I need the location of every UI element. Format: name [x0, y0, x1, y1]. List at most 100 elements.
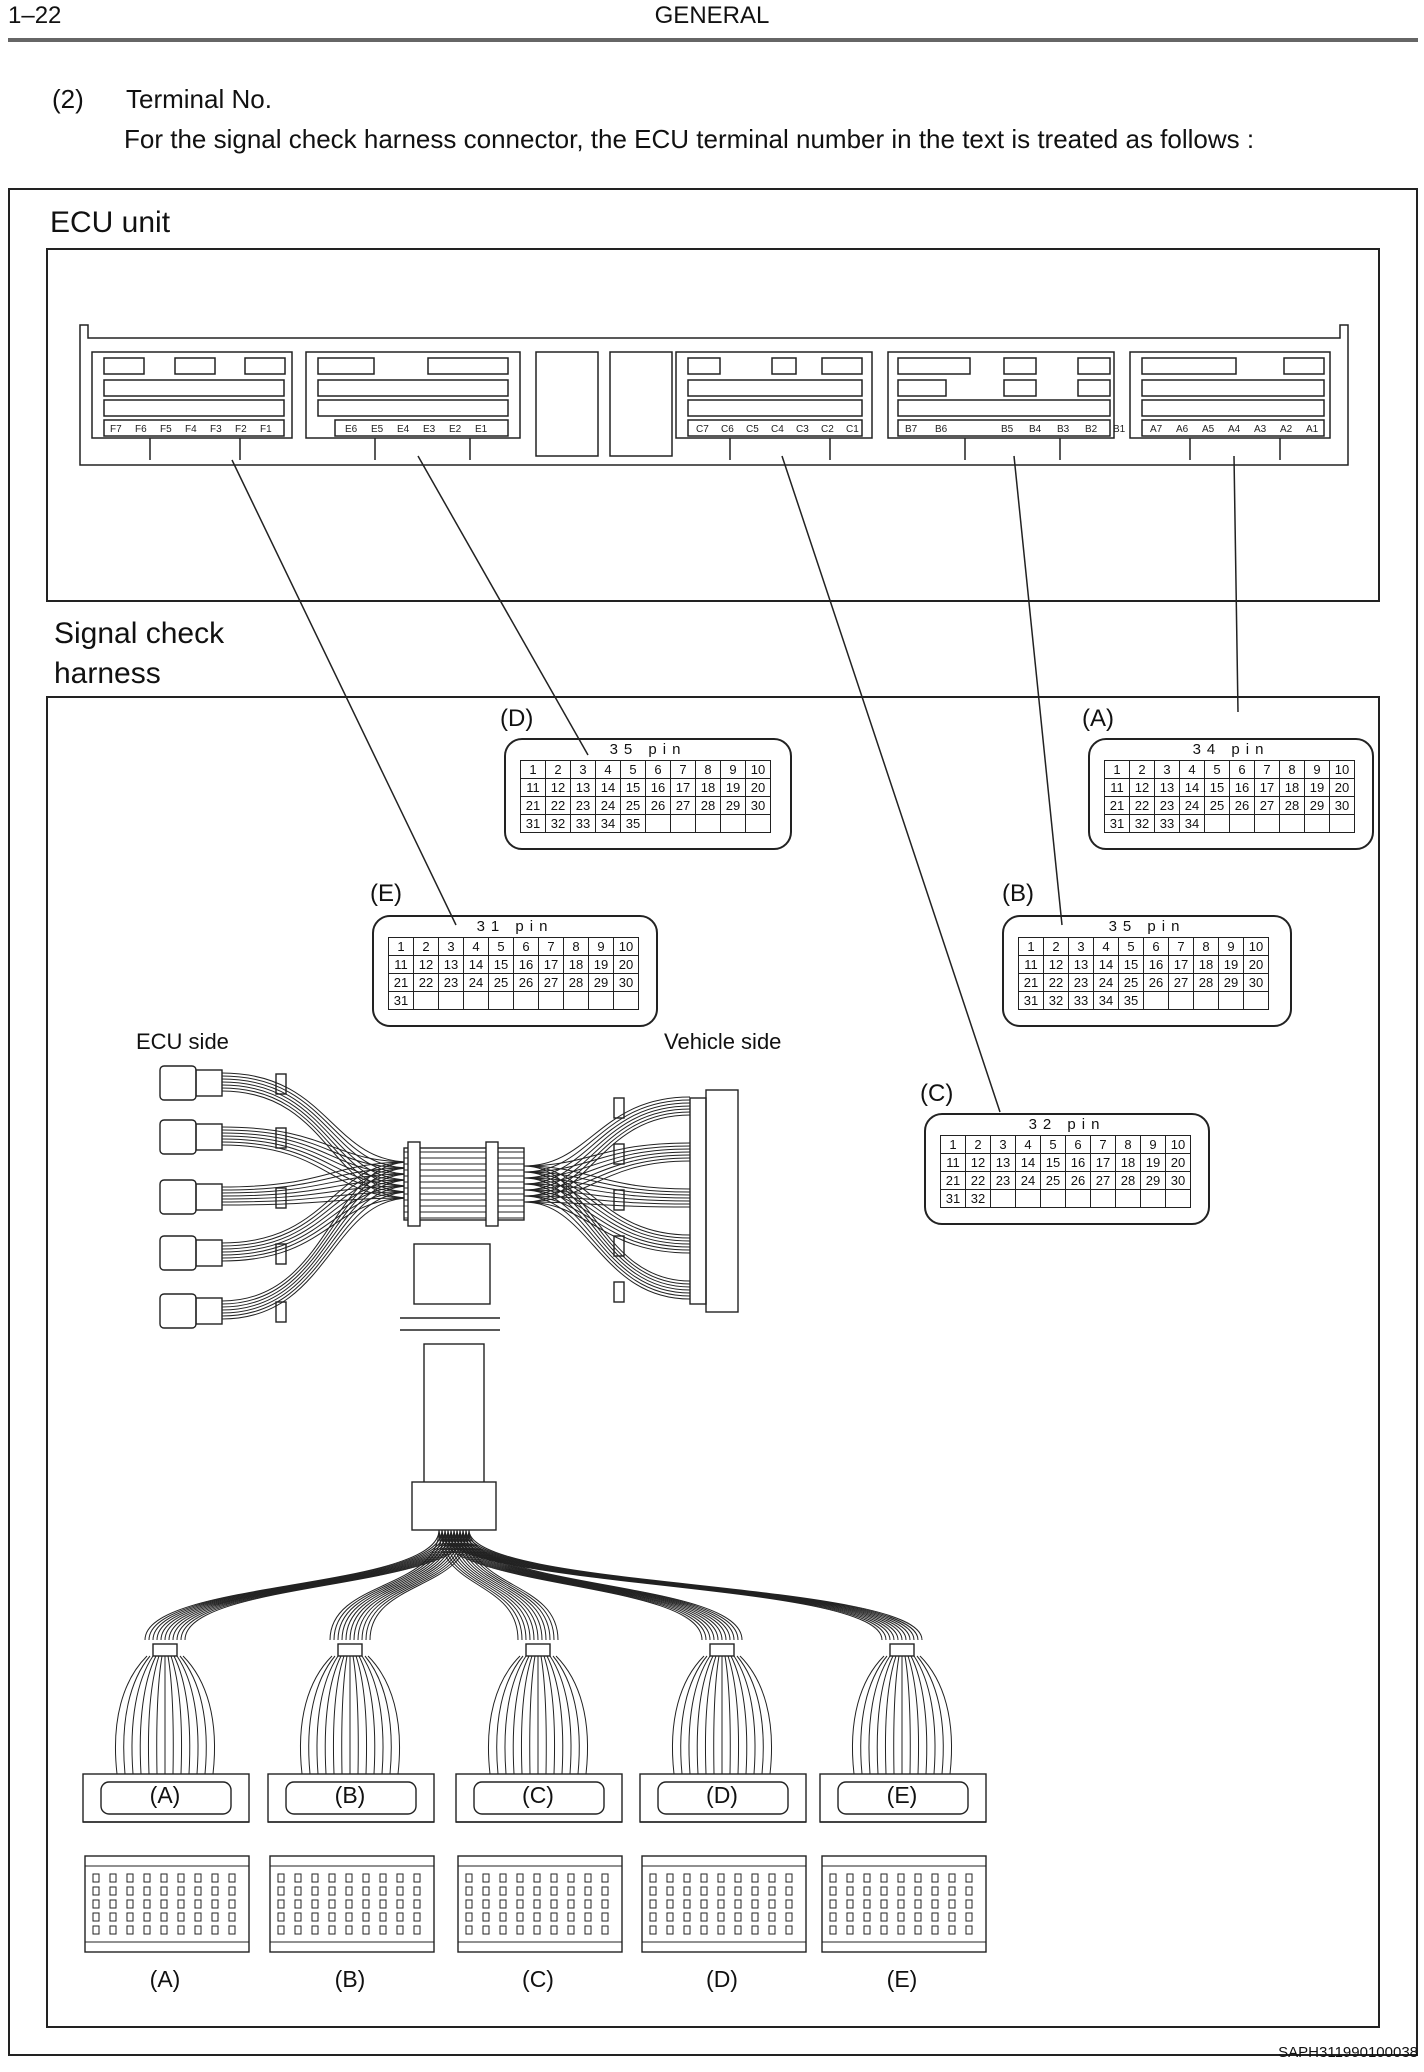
- pin-cell: 6: [513, 937, 539, 956]
- wire: [444, 1529, 711, 1641]
- pin-cell: 2: [413, 937, 439, 956]
- connector-pin: [863, 1899, 871, 1909]
- pin-cell: [1193, 991, 1219, 1010]
- pin-cell: [645, 814, 671, 833]
- pin-cell: [1140, 1189, 1166, 1208]
- wire: [910, 1655, 928, 1775]
- connector-face: [821, 1855, 987, 1953]
- ecu-cavity-row: [334, 419, 509, 437]
- pin-cell: 25: [488, 973, 514, 992]
- header-rule: [8, 38, 1418, 42]
- connector-pin: [482, 1899, 490, 1909]
- pin-cell: 2: [1129, 760, 1155, 779]
- connector-pin: [700, 1886, 708, 1896]
- ecu-terminal-label: F3: [210, 424, 222, 435]
- pin-cell: 6: [1065, 1135, 1091, 1154]
- ecu-cavity-row: [1141, 399, 1325, 417]
- connector-pin: [751, 1912, 759, 1922]
- ecu-terminal-label: C4: [771, 424, 784, 435]
- connector-pin: [482, 1912, 490, 1922]
- ecu-terminal-label: E3: [423, 424, 436, 435]
- pin-cell: 29: [1304, 796, 1330, 815]
- wire: [221, 1084, 411, 1187]
- leader-line-C: [781, 455, 1001, 1113]
- harness-sleeve: [413, 1243, 491, 1305]
- connector-pin: [863, 1886, 871, 1896]
- connector-pin: [211, 1912, 219, 1922]
- connector-face: [641, 1855, 807, 1953]
- pin-cell: 12: [413, 955, 439, 974]
- connector-pin: [948, 1912, 956, 1922]
- connector-pin: [396, 1886, 404, 1896]
- connector-pin: [194, 1912, 202, 1922]
- connector-pin: [499, 1925, 507, 1935]
- wire: [876, 1655, 894, 1775]
- connector-pin: [897, 1912, 905, 1922]
- connector-pin: [194, 1925, 202, 1935]
- pin-cell: 9: [588, 937, 614, 956]
- connector-pin: [734, 1899, 742, 1909]
- cable-tie: [613, 1281, 625, 1303]
- connector-pin: [550, 1886, 558, 1896]
- ecu-terminal-label: E1: [475, 424, 488, 435]
- connector-pin: [863, 1925, 871, 1935]
- pin-cell: 17: [670, 778, 696, 797]
- pin-cell: 16: [1065, 1153, 1091, 1172]
- ecu-terminal-label: A5: [1202, 424, 1215, 435]
- wire: [543, 1655, 556, 1775]
- connector-pin: [897, 1873, 905, 1883]
- pin-cell: [1229, 814, 1255, 833]
- connector-pin: [768, 1925, 776, 1935]
- pin-cell: 12: [1129, 778, 1155, 797]
- ecu-terminal-label: F7: [110, 424, 122, 435]
- wire: [441, 1529, 523, 1641]
- pin-cell: [745, 814, 771, 833]
- pin-cell: 12: [545, 778, 571, 797]
- connector-pin: [294, 1912, 302, 1922]
- connector-pin: [345, 1886, 353, 1896]
- connector-pin: [751, 1873, 759, 1883]
- connector-pin: [396, 1925, 404, 1935]
- wire: [299, 1655, 333, 1775]
- pin-cell: 1: [1104, 760, 1130, 779]
- pin-cell: 14: [463, 955, 489, 974]
- ecu-latch-marks: [149, 438, 1281, 460]
- ecu-terminal-label: A2: [1280, 424, 1293, 435]
- wire: [221, 1179, 411, 1253]
- wire: [739, 1655, 773, 1775]
- pin-cell: 25: [1118, 973, 1144, 992]
- connector-pin: [666, 1925, 674, 1935]
- connector-pin: [768, 1873, 776, 1883]
- connector-pin: [880, 1912, 888, 1922]
- wire: [523, 1183, 691, 1245]
- wire: [221, 1173, 411, 1194]
- connector-pin: [533, 1873, 541, 1883]
- pin-cell: 2: [1043, 937, 1069, 956]
- pin-cell: [1065, 1189, 1091, 1208]
- connector-pin: [829, 1925, 837, 1935]
- pin-cell: 33: [570, 814, 596, 833]
- connector-pin: [931, 1899, 939, 1909]
- pin-cell: 8: [695, 760, 721, 779]
- connector-pin: [499, 1899, 507, 1909]
- pin-count-header: 35 pin: [609, 741, 687, 758]
- pin-cell: 24: [1179, 796, 1205, 815]
- wire: [352, 1655, 359, 1775]
- connector-pin: [143, 1925, 151, 1935]
- connector-pin: [931, 1912, 939, 1922]
- wire: [453, 1529, 539, 1641]
- wire: [680, 1655, 708, 1775]
- pin-cell: 21: [1104, 796, 1130, 815]
- pin-cell: 33: [1154, 814, 1180, 833]
- wire: [221, 1078, 411, 1175]
- connector-pin: [584, 1925, 592, 1935]
- wire: [893, 1655, 900, 1775]
- wire: [221, 1141, 411, 1193]
- ecu-terminal-label: E6: [345, 424, 358, 435]
- connector-pin: [601, 1925, 609, 1935]
- pin-cell: 26: [645, 796, 671, 815]
- pin-cell: 14: [1179, 778, 1205, 797]
- pin-cell: 18: [1115, 1153, 1141, 1172]
- harness-plug-label-frame: [837, 1781, 969, 1815]
